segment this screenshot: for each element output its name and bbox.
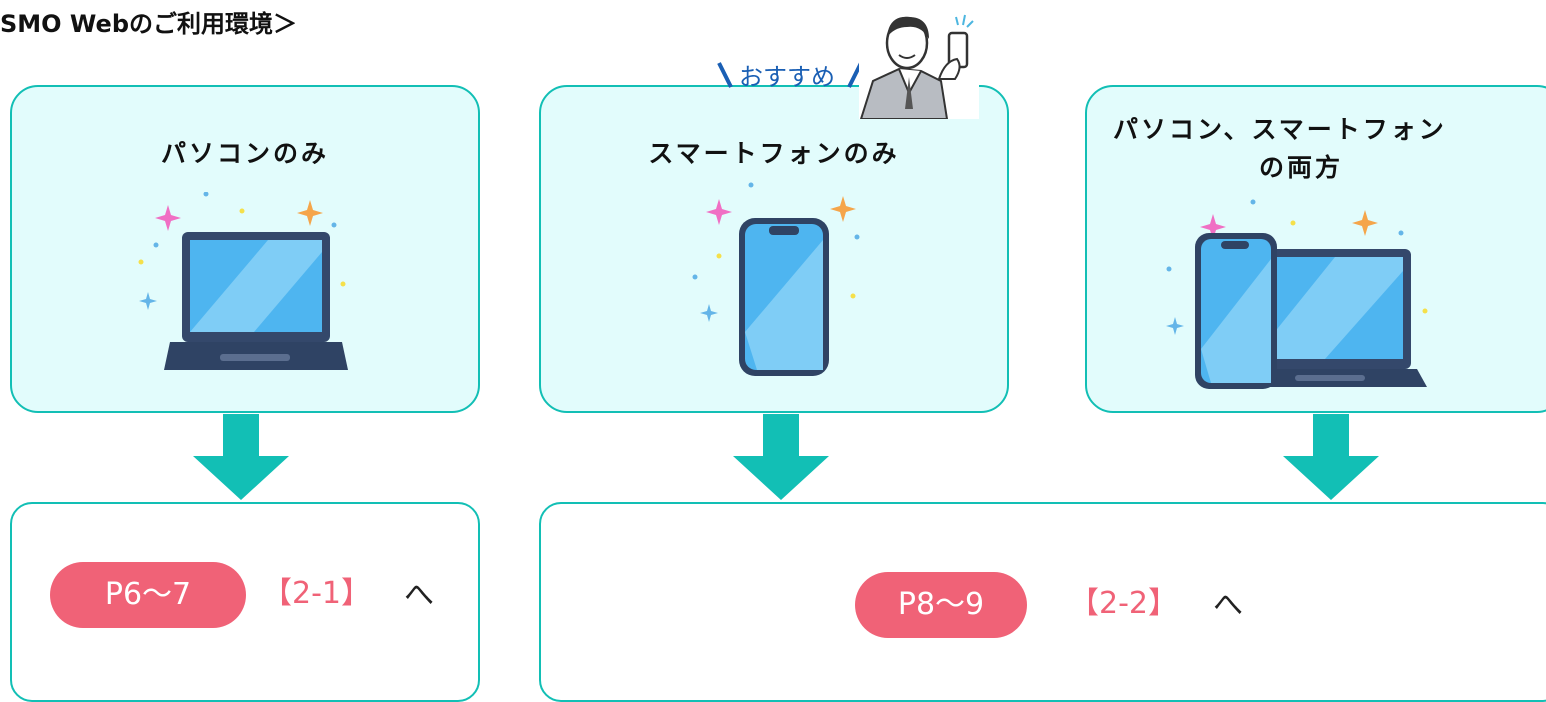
laptop-and-phone-icon bbox=[1165, 197, 1455, 397]
section-ref[interactable]: 【2-2】 bbox=[1069, 586, 1178, 621]
page-range-pill[interactable]: P8〜9 bbox=[855, 572, 1027, 638]
section-suffix: へ bbox=[404, 578, 434, 613]
card-title-both-line2: の両方 bbox=[1259, 153, 1344, 182]
result-box-smartphone: P8〜9 【2-2】 へ bbox=[539, 502, 1546, 702]
card-smartphone-only[interactable]: スマートフォンのみ おすすめ bbox=[539, 9, 1009, 413]
recommend-label: おすすめ bbox=[739, 63, 835, 91]
page-range-pill[interactable]: P6〜7 bbox=[50, 562, 246, 628]
result-box-pc: P6〜7 【2-1】 へ bbox=[10, 502, 480, 702]
card-title-both-line1: パソコン、スマートフォン bbox=[1113, 115, 1447, 144]
page-title: SMO Webのご利用環境＞ bbox=[0, 10, 297, 38]
card-title-smartphone-only: スマートフォンのみ bbox=[648, 139, 900, 168]
smartphone-icon bbox=[681, 182, 861, 382]
recommend-badge: おすすめ bbox=[711, 57, 881, 91]
arrow-down-icon bbox=[193, 414, 289, 500]
card-both[interactable]: パソコン、スマートフォン の両方 bbox=[1085, 85, 1546, 413]
card-pc-only[interactable]: パソコンのみ bbox=[10, 85, 480, 413]
laptop-icon bbox=[138, 192, 348, 372]
businessman-with-phone-icon bbox=[859, 9, 979, 119]
arrow-down-icon bbox=[733, 414, 829, 500]
arrow-down-icon bbox=[1283, 414, 1379, 500]
section-suffix: へ bbox=[1213, 588, 1243, 623]
section-ref[interactable]: 【2-1】 bbox=[262, 576, 371, 611]
card-title-pc-only: パソコンのみ bbox=[160, 139, 329, 168]
